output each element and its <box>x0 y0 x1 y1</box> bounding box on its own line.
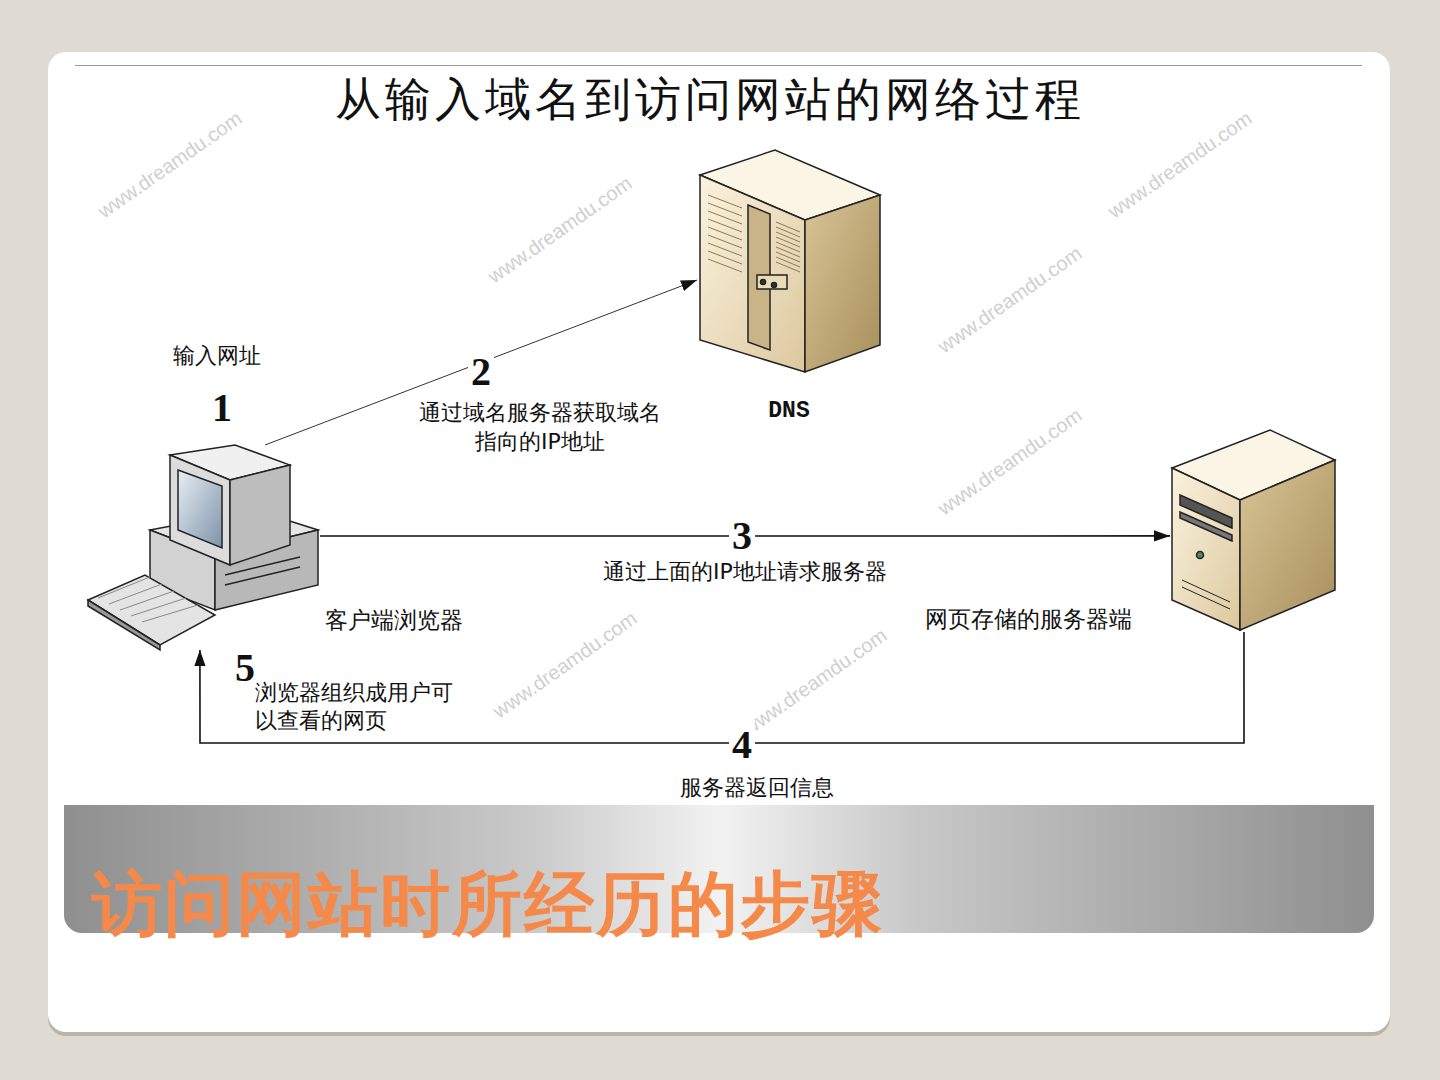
dns-server-drawing <box>700 150 880 372</box>
node-label: 客户端浏览器 <box>322 605 466 636</box>
connector-arrow <box>200 632 1244 743</box>
edge-label: 通过域名服务器获取域名指向的IP地址 <box>415 399 666 456</box>
callout-number: 2 <box>468 347 494 397</box>
vent-line <box>708 195 742 208</box>
vent-line <box>708 235 742 248</box>
title: 从输入域名到访问网站的网络过程 <box>335 69 1085 131</box>
vent-line <box>776 237 800 247</box>
node-label: 网页存储的服务器端 <box>922 604 1135 635</box>
web-server-drawing <box>1172 430 1335 630</box>
client-computer-drawing <box>88 445 318 650</box>
vent-line <box>708 227 742 240</box>
dns-server: DNS <box>697 150 882 375</box>
key-row <box>109 584 162 604</box>
edge-label: 服务器返回信息 <box>677 774 837 803</box>
vent-line <box>776 232 800 242</box>
vent-line <box>776 257 800 267</box>
edge-label: 通过上面的IP地址请求服务器 <box>600 558 890 587</box>
node-label: DNS <box>765 398 812 424</box>
vent-line <box>776 247 800 257</box>
vent-line <box>708 211 742 224</box>
callout-number: 3 <box>729 511 755 561</box>
title-rule <box>75 65 1362 66</box>
key-row <box>98 577 150 598</box>
caption: 访问网站时所经历的步骤 <box>92 858 884 952</box>
web-server: 网页存储的服务器端 <box>1170 428 1337 632</box>
key-row <box>142 605 198 622</box>
vent-line <box>708 251 742 264</box>
vent-line <box>776 262 800 272</box>
key-row <box>120 591 174 610</box>
step-note: 浏览器组织成用户可以查看的网页 <box>252 679 473 734</box>
vent-line <box>708 203 742 216</box>
step-note: 输入网址 <box>170 342 264 370</box>
vent-line <box>708 243 742 256</box>
vent-line <box>776 222 800 232</box>
key-row <box>131 598 186 616</box>
vent-line <box>708 219 742 232</box>
callout-number: 4 <box>729 720 755 770</box>
client-computer: 客户端浏览器 <box>85 445 320 650</box>
vent-line <box>776 252 800 262</box>
callout-number: 1 <box>209 383 235 433</box>
vent-line <box>776 227 800 237</box>
vent-line <box>708 259 742 272</box>
vent-line <box>776 242 800 252</box>
